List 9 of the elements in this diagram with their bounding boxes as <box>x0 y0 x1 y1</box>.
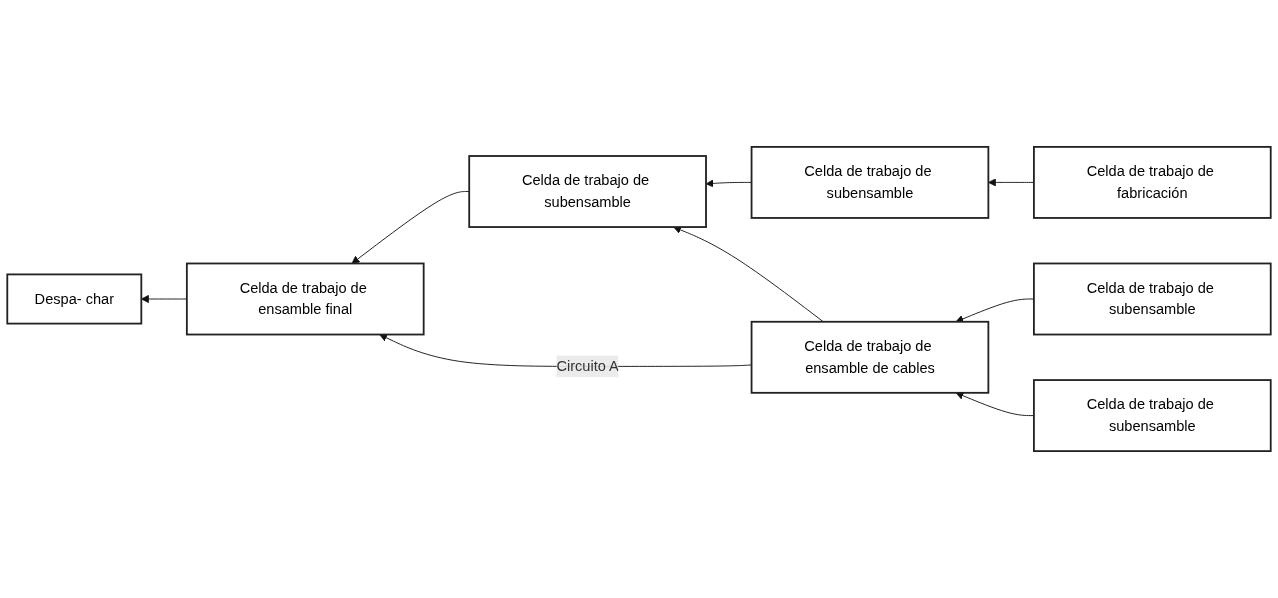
node-box: Celda de trabajo de fabricación <box>1033 146 1272 219</box>
node-box: Despa- char <box>6 273 143 325</box>
node-box: Celda de trabajo de ensamble de cables <box>750 320 990 394</box>
edge-label: Circuito A <box>556 358 619 374</box>
node-box: Celda de trabajo de ensamble final <box>185 262 425 336</box>
node-box: Celda de trabajo de subensamble <box>468 155 707 228</box>
node-box: Celda de trabajo de subensamble <box>1033 379 1272 452</box>
node-box: Celda de trabajo de subensamble <box>1033 262 1272 336</box>
node-box: Celda de trabajo de subensamble <box>750 146 990 219</box>
